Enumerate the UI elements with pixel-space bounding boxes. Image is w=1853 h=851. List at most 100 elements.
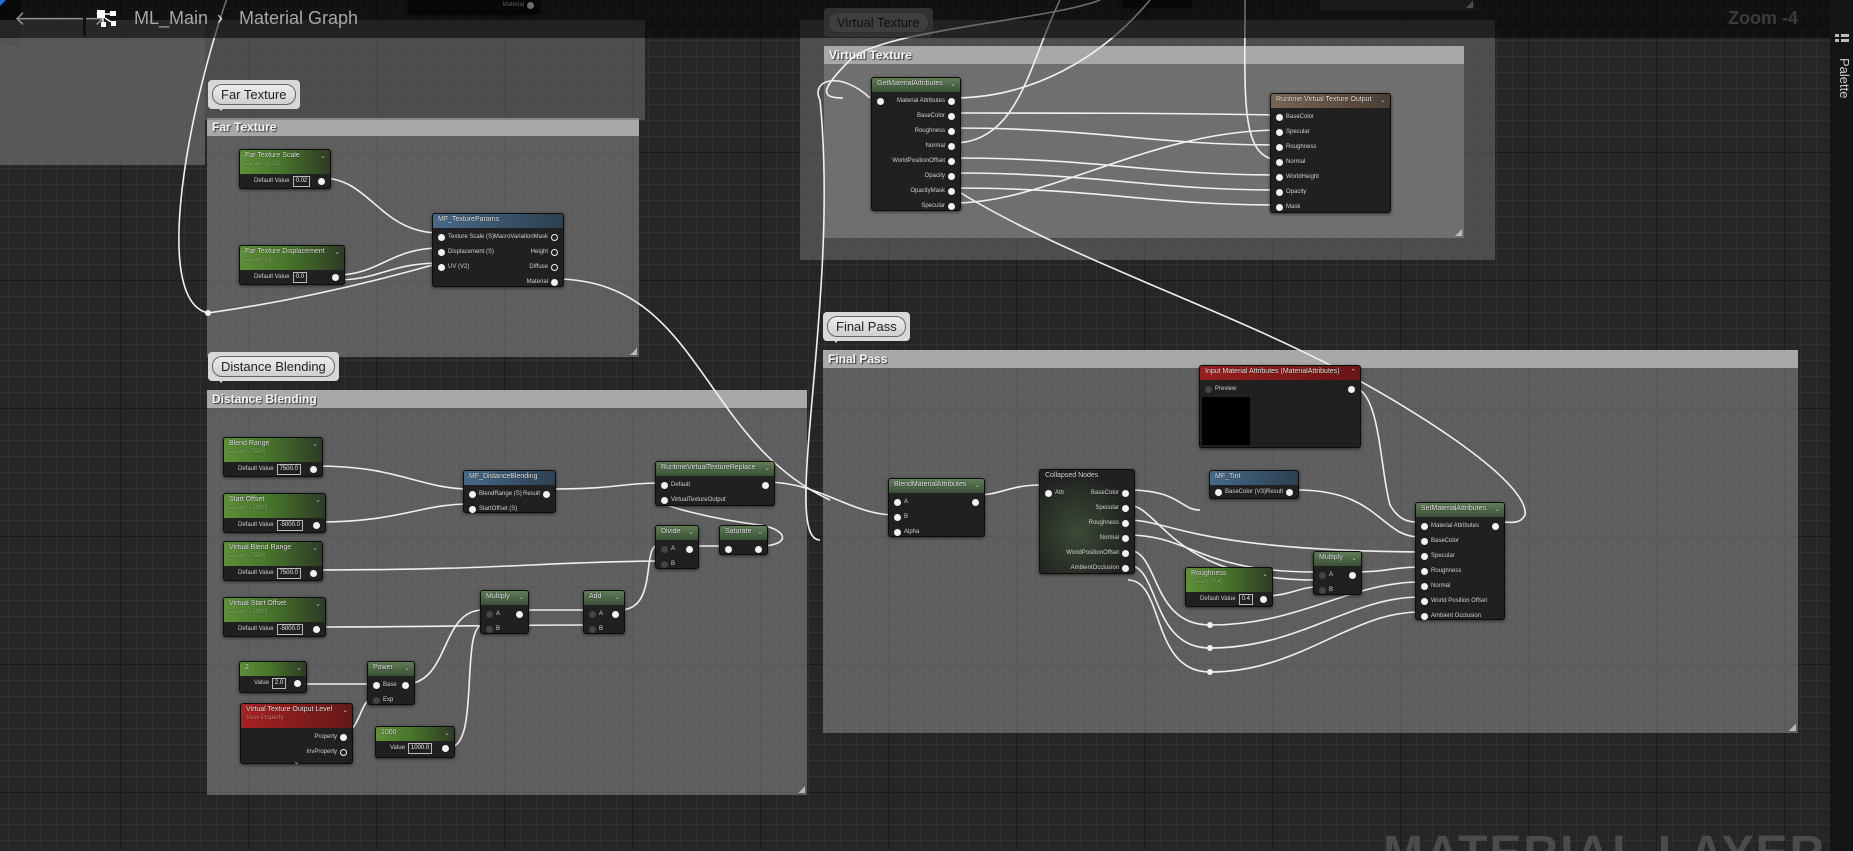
chevron-down-icon[interactable]: ⌄ bbox=[320, 153, 326, 160]
input-pin[interactable] bbox=[894, 514, 901, 521]
node-header[interactable]: Far Texture Scale Param (0.02) ⌄ bbox=[240, 150, 330, 174]
input-pin[interactable] bbox=[894, 529, 901, 536]
output-pin[interactable] bbox=[972, 499, 979, 506]
node-mf-tint[interactable]: MF_Tint BaseColor (V3)Result bbox=[1209, 470, 1299, 499]
output-pin[interactable] bbox=[332, 274, 339, 281]
input-pin[interactable] bbox=[1276, 144, 1283, 151]
input-pin[interactable] bbox=[1276, 189, 1283, 196]
node-add[interactable]: Add⌄ A B bbox=[583, 590, 625, 634]
node-mf-distance-blending[interactable]: MF_DistanceBlending BlendRange (S)Result… bbox=[463, 470, 556, 513]
node-divide[interactable]: Divide⌄ A B bbox=[655, 525, 699, 569]
node-header[interactable]: Multiply⌄ bbox=[481, 591, 528, 605]
input-pin[interactable] bbox=[486, 626, 493, 633]
output-pin[interactable] bbox=[612, 611, 619, 618]
input-pin[interactable] bbox=[1276, 159, 1283, 166]
back-button[interactable]: 🡐 bbox=[14, 8, 68, 30]
node-header[interactable]: MF_Tint bbox=[1210, 471, 1298, 485]
chevron-up-icon[interactable]: ⌃ bbox=[1350, 369, 1356, 376]
input-pin[interactable] bbox=[1319, 587, 1326, 594]
chevron-down-icon[interactable]: ⌄ bbox=[614, 594, 620, 601]
output-pin[interactable] bbox=[313, 626, 320, 633]
output-pin[interactable] bbox=[1122, 535, 1129, 542]
input-pin[interactable] bbox=[661, 482, 668, 489]
node-set-material-attributes[interactable]: SetMaterialAttributes⌄ Material Attribut… bbox=[1415, 502, 1505, 620]
output-pin[interactable] bbox=[948, 158, 955, 165]
input-pin[interactable] bbox=[725, 546, 732, 553]
output-pin[interactable] bbox=[294, 680, 301, 687]
node-header[interactable]: Far Texture Displacement Param (0) ⌄ bbox=[240, 246, 344, 270]
chevron-down-icon[interactable]: ⌄ bbox=[757, 529, 763, 536]
chevron-down-icon[interactable]: ⌄ bbox=[312, 441, 318, 448]
input-pin[interactable] bbox=[589, 626, 596, 633]
resize-handle[interactable] bbox=[1455, 229, 1462, 236]
comment-bubble-far-texture[interactable]: Far Texture bbox=[208, 80, 300, 111]
forward-button[interactable]: 🡒 bbox=[52, 8, 106, 30]
node-virtual-blend-range[interactable]: Virtual Blend Range Param (7500) ⌄ Defau… bbox=[223, 541, 323, 581]
output-pin[interactable] bbox=[1492, 523, 1499, 530]
value-input[interactable]: 2.0 bbox=[271, 678, 287, 689]
value-input[interactable]: 7500.0 bbox=[276, 568, 301, 579]
input-pin[interactable] bbox=[1276, 129, 1283, 136]
chevron-down-icon[interactable]: ⌄ bbox=[315, 497, 321, 504]
node-header[interactable]: Virtual Texture Output Level View Proper… bbox=[241, 704, 352, 728]
node-header[interactable]: MF_DistanceBlending bbox=[464, 471, 555, 485]
node-far-texture-scale[interactable]: Far Texture Scale Param (0.02) ⌄ Default… bbox=[239, 149, 331, 189]
output-pin[interactable] bbox=[551, 234, 558, 241]
output-pin[interactable] bbox=[551, 249, 558, 256]
input-pin[interactable] bbox=[661, 546, 668, 553]
output-pin[interactable] bbox=[1349, 572, 1356, 579]
value-input[interactable]: 7500.0 bbox=[276, 464, 301, 475]
output-pin[interactable] bbox=[1286, 489, 1293, 496]
node-header[interactable]: Saturate⌄ bbox=[720, 526, 767, 540]
palette-tab[interactable]: Palette bbox=[1830, 0, 1853, 851]
input-pin[interactable] bbox=[589, 611, 596, 618]
node-header[interactable]: Multiply⌄ bbox=[1314, 552, 1361, 566]
output-pin[interactable] bbox=[313, 522, 320, 529]
output-pin[interactable] bbox=[686, 546, 693, 553]
output-pin[interactable] bbox=[1122, 520, 1129, 527]
node-header[interactable]: RuntimeVirtualTextureReplace⌄ bbox=[656, 462, 774, 476]
node-header[interactable]: Virtual Blend Range Param (7500) ⌄ bbox=[224, 542, 322, 566]
output-pin[interactable] bbox=[948, 143, 955, 150]
input-pin[interactable] bbox=[373, 697, 380, 704]
chevron-down-icon[interactable]: ⌄ bbox=[764, 465, 770, 472]
output-pin[interactable] bbox=[551, 279, 558, 286]
expand-chevron-icon[interactable]: ⌄ bbox=[293, 759, 300, 766]
output-pin[interactable] bbox=[543, 491, 550, 498]
output-pin[interactable] bbox=[442, 745, 449, 752]
node-header[interactable]: Add⌄ bbox=[584, 591, 624, 605]
input-pin[interactable] bbox=[1215, 489, 1222, 496]
output-pin[interactable] bbox=[310, 466, 317, 473]
node-runtime-vt-output[interactable]: Runtime Virtual Texture Output⌄ BaseColo… bbox=[1270, 93, 1391, 213]
output-pin[interactable] bbox=[948, 113, 955, 120]
value-input[interactable]: 0.4 bbox=[1238, 594, 1253, 605]
output-pin[interactable] bbox=[1122, 550, 1129, 557]
output-pin[interactable] bbox=[948, 173, 955, 180]
value-input[interactable]: -5000.0 bbox=[276, 624, 303, 635]
reroute-knot[interactable] bbox=[1207, 645, 1213, 651]
node-header[interactable]: Runtime Virtual Texture Output⌄ bbox=[1271, 94, 1390, 108]
comment-box-top-left[interactable] bbox=[0, 20, 205, 165]
input-pin[interactable] bbox=[1421, 523, 1428, 530]
comment-bubble-distance-blending[interactable]: Distance Blending bbox=[208, 352, 339, 383]
input-pin[interactable] bbox=[1205, 386, 1212, 393]
input-pin[interactable] bbox=[1421, 613, 1428, 620]
node-header[interactable]: 2⌄ bbox=[240, 662, 306, 676]
input-pin[interactable] bbox=[1421, 598, 1428, 605]
output-pin[interactable] bbox=[948, 188, 955, 195]
node-header[interactable]: MF_TextureParams bbox=[433, 214, 563, 228]
input-pin[interactable] bbox=[486, 611, 493, 618]
input-pin[interactable] bbox=[373, 682, 380, 689]
node-multiply-final[interactable]: Multiply⌄ A B bbox=[1313, 551, 1362, 595]
resize-handle[interactable] bbox=[1789, 724, 1796, 731]
resize-handle[interactable] bbox=[630, 348, 637, 355]
node-header[interactable]: Collapsed Nodes bbox=[1045, 472, 1099, 479]
chevron-down-icon[interactable]: ⌄ bbox=[1351, 555, 1357, 562]
output-pin[interactable] bbox=[1122, 565, 1129, 572]
node-mf-texture-params[interactable]: MF_TextureParams Texture Scale (S)MacroV… bbox=[432, 213, 564, 287]
output-pin[interactable] bbox=[948, 128, 955, 135]
input-pin[interactable] bbox=[438, 249, 445, 256]
